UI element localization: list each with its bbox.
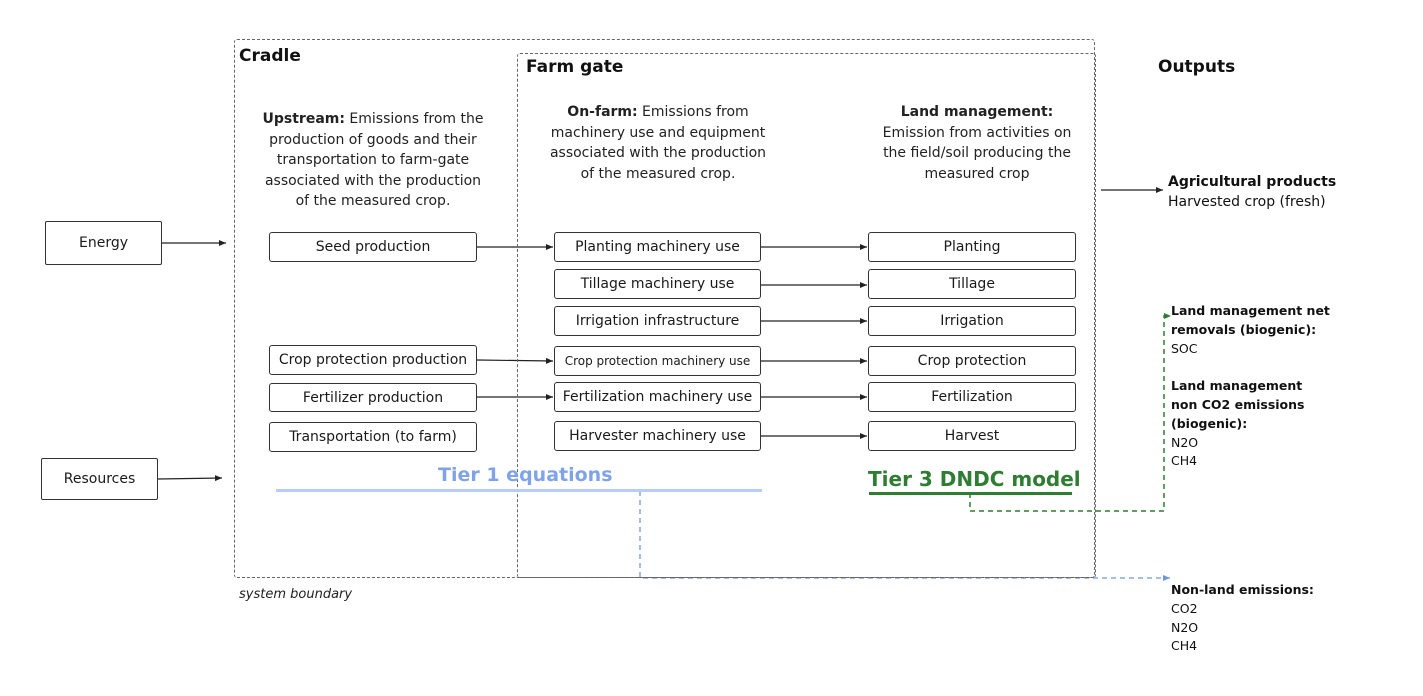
land-management-description: Land management: Emission from activitie… — [872, 102, 1082, 184]
non-land-item: CH4 — [1171, 638, 1198, 654]
cradle-title: Cradle — [239, 46, 301, 66]
agricultural-products-output: Agricultural products Harvested crop (fr… — [1168, 172, 1336, 212]
onfarm-label: On-farm: — [567, 104, 638, 120]
arrow-resources — [157, 475, 223, 482]
land-management-line: measured crop — [924, 165, 1030, 182]
fertilizer-production-box: Fertilizer production — [269, 383, 477, 412]
agricultural-products-subtitle: Harvested crop (fresh) — [1168, 194, 1326, 210]
tier1-bar — [276, 489, 762, 492]
upstream-label: Upstream: — [262, 111, 345, 127]
harvester-machinery-box: Harvester machinery use — [554, 421, 761, 451]
energy-box: Energy — [45, 221, 162, 265]
system-boundary-label: system boundary — [239, 587, 353, 602]
agricultural-products-title: Agricultural products — [1168, 174, 1337, 190]
transportation-box: Transportation (to farm) — [269, 422, 477, 452]
tier3-bar — [869, 492, 1072, 495]
farm-gate-title: Farm gate — [526, 57, 624, 77]
non-land-item: CO2 — [1171, 600, 1198, 616]
tier1-label: Tier 1 equations — [438, 464, 613, 486]
upstream-description: Upstream: Emissions from the production … — [262, 109, 484, 212]
upstream-line: production of goods and their — [269, 131, 477, 148]
non-land-item: N2O — [1171, 619, 1199, 635]
seed-production-box: Seed production — [269, 232, 477, 262]
removals-title-line: removals (biogenic): — [1171, 321, 1317, 337]
tier3-label: Tier 3 DNDC model — [868, 467, 1081, 491]
land-management-outputs: Land management net removals (biogenic):… — [1171, 302, 1330, 471]
land-management-line: the field/soil producing the — [883, 145, 1071, 161]
fertilization-box: Fertilization — [868, 382, 1076, 412]
removals-title-line: Land management net — [1171, 303, 1330, 318]
outputs-title: Outputs — [1158, 57, 1236, 77]
irrigation-box: Irrigation — [868, 306, 1076, 336]
nonco2-title-line: (biogenic): — [1171, 415, 1248, 431]
crop-protection-production-box: Crop protection production — [269, 345, 477, 375]
irrigation-infrastructure-box: Irrigation infrastructure — [554, 306, 761, 336]
onfarm-line: of the measured crop. — [580, 165, 736, 182]
nonco2-item: CH4 — [1171, 453, 1198, 469]
onfarm-line: Emissions from — [637, 104, 749, 120]
planting-box: Planting — [868, 232, 1076, 262]
onfarm-description: On-farm: Emissions from machinery use an… — [548, 102, 768, 184]
nonco2-item: N2O — [1171, 434, 1199, 450]
crop-protection-machinery-box: Crop protection machinery use — [554, 346, 761, 376]
nonco2-title-line: Land management — [1171, 378, 1303, 394]
onfarm-line: associated with the production — [549, 145, 767, 161]
removals-item: SOC — [1171, 340, 1198, 356]
upstream-line: Emissions from the — [344, 111, 484, 127]
upstream-line: of the measured crop. — [295, 193, 451, 209]
land-management-line: Emission from activities on — [882, 124, 1072, 141]
harvest-box: Harvest — [868, 421, 1076, 451]
non-land-emissions-title: Non-land emissions: — [1171, 582, 1314, 597]
tillage-machinery-box: Tillage machinery use — [554, 269, 761, 299]
upstream-line: transportation to farm-gate — [276, 152, 470, 168]
upstream-line: associated with the production — [264, 172, 482, 189]
planting-machinery-box: Planting machinery use — [554, 232, 761, 262]
tillage-box: Tillage — [868, 269, 1076, 299]
farm-gate-boundary — [517, 53, 1096, 578]
nonco2-title-line: non CO2 emissions — [1171, 396, 1305, 412]
fertilization-machinery-box: Fertilization machinery use — [554, 382, 761, 412]
crop-protection-box: Crop protection — [868, 346, 1076, 376]
land-management-label: Land management: — [900, 104, 1054, 120]
non-land-emissions-output: Non-land emissions: CO2 N2O CH4 — [1171, 581, 1314, 656]
resources-box: Resources — [41, 458, 158, 500]
onfarm-line: machinery use and equipment — [550, 124, 766, 141]
